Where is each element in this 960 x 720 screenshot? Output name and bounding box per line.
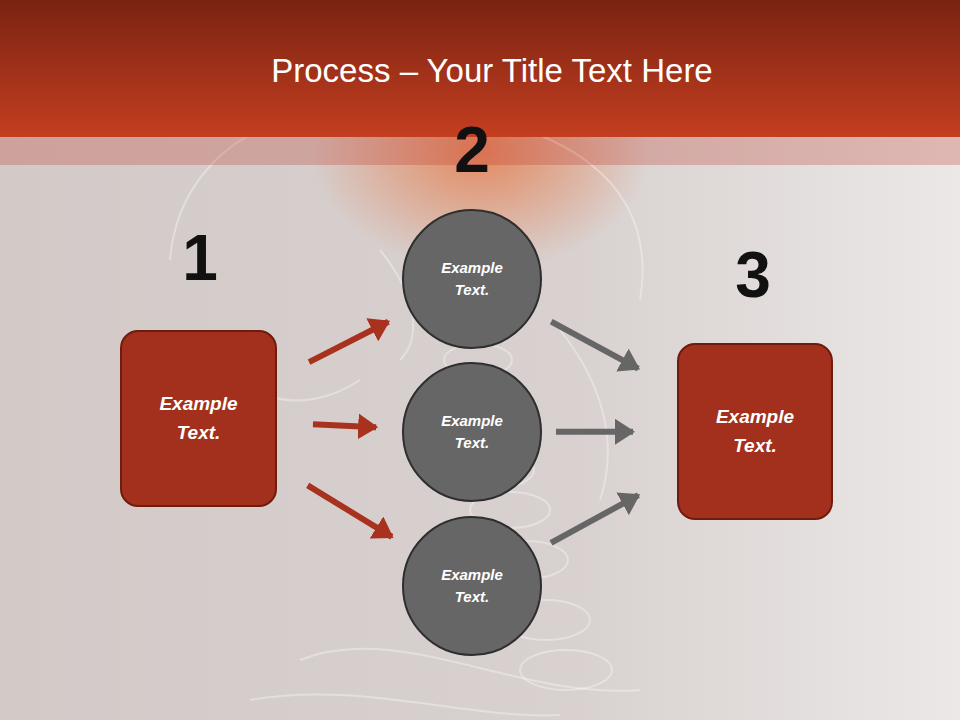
process-circle: Example Text. <box>402 209 542 349</box>
circle-outline <box>402 209 542 349</box>
header-band <box>0 0 960 137</box>
process-circle: Example Text. <box>402 362 542 502</box>
circle-fill <box>403 363 541 501</box>
node-text: Example Text. <box>432 564 512 609</box>
flow-arrow <box>556 429 633 435</box>
node-text: Example Text. <box>705 403 805 460</box>
step-number: 3 <box>735 243 771 307</box>
flow-arrow <box>551 495 638 543</box>
flow-arrow <box>309 322 388 362</box>
flow-arrow <box>308 485 392 537</box>
step-number: 1 <box>182 226 218 290</box>
flow-arrow <box>313 424 376 427</box>
circle-outline <box>402 516 542 656</box>
step-number: 2 <box>454 118 490 182</box>
process-box: Example Text. <box>677 343 833 520</box>
circle-outline <box>402 362 542 502</box>
text-stack: Example Text. <box>432 564 512 609</box>
node-text: Example Text. <box>432 257 512 302</box>
slide-title: Process – Your Title Text Here <box>271 52 712 89</box>
circle-fill <box>403 517 541 655</box>
process-box: Example Text. <box>120 330 277 507</box>
text-stack: Example Text. <box>432 410 512 455</box>
node-text: Example Text. <box>432 410 512 455</box>
flow-arrow <box>551 322 638 369</box>
process-circle: Example Text. <box>402 516 542 656</box>
title-bar: Process – Your Title Text Here <box>0 52 960 90</box>
circle-fill <box>403 210 541 348</box>
node-text: Example Text. <box>149 390 249 447</box>
text-stack: Example Text. <box>705 403 805 460</box>
text-stack: Example Text. <box>149 390 249 447</box>
text-stack: Example Text. <box>432 257 512 302</box>
